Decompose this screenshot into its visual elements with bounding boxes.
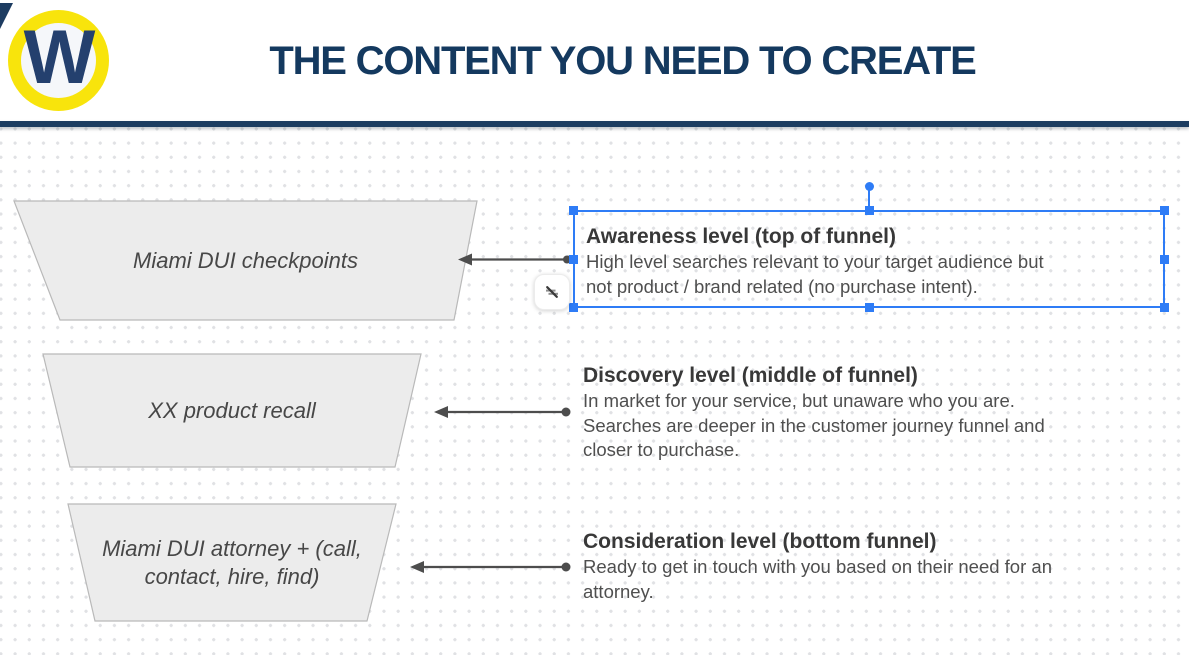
w-logo: W: [8, 10, 109, 111]
level-heading: Discovery level (middle of funnel): [583, 364, 918, 387]
resize-handle-ne[interactable]: [1160, 206, 1169, 215]
consideration-level-text-block[interactable]: Consideration level (bottom funnel) Read…: [583, 529, 1052, 604]
discovery-level-text-block[interactable]: Discovery level (middle of funnel) In ma…: [583, 363, 1045, 463]
funnel-shape-discovery[interactable]: XX product recall: [42, 353, 422, 468]
resize-handle-nw[interactable]: [569, 206, 578, 215]
level-body: Ready to get in touch with you based on …: [583, 555, 1052, 604]
text-line: XX product recall: [148, 397, 316, 423]
text-line: Ready to get in touch with you based on …: [583, 556, 1052, 577]
text-line: High level searches relevant to your tar…: [586, 251, 1044, 272]
level-body: In market for your service, but unaware …: [583, 389, 1045, 463]
level-heading: Awareness level (top of funnel): [586, 225, 897, 248]
resize-handle-w[interactable]: [569, 254, 578, 264]
resize-handle-se[interactable]: [1160, 303, 1169, 312]
rotation-stem: [868, 189, 870, 210]
resize-handle-e[interactable]: [1160, 254, 1169, 264]
level-heading: Consideration level (bottom funnel): [583, 530, 937, 553]
resize-handle-n[interactable]: [864, 206, 874, 215]
trapezoid-shape: [13, 200, 478, 321]
trapezoid-shape: [42, 353, 422, 468]
text-line: Miami DUI attorney + (call,: [102, 535, 362, 561]
text-line: closer to purchase.: [583, 439, 740, 460]
corner-wedge-decoration: [0, 3, 13, 29]
page-title: THE CONTENT YOU NEED TO CREATE: [269, 39, 976, 83]
text-line: Miami DUI checkpoints: [133, 247, 358, 273]
resize-handle-s[interactable]: [864, 303, 874, 312]
w-logo-letter: W: [23, 14, 96, 100]
connector-style-button[interactable]: [534, 274, 570, 310]
selection-box[interactable]: [569, 182, 1169, 312]
w-logo-inner-circle: [21, 23, 96, 98]
rotation-handle[interactable]: [864, 182, 874, 191]
text-line: attorney.: [583, 580, 654, 602]
shape-label: Miami DUI checkpoints: [13, 200, 478, 321]
level-body: High level searches relevant to your tar…: [586, 250, 1044, 299]
text-line: Searches are deeper in the customer jour…: [583, 414, 1045, 436]
shape-label: XX product recall: [42, 353, 422, 468]
text-line: In market for your service, but unaware …: [583, 390, 1015, 411]
funnel-shape-consideration[interactable]: Miami DUI attorney + (call, contact, hir…: [67, 503, 397, 622]
awareness-level-text-block[interactable]: Awareness level (top of funnel) High lev…: [586, 224, 1044, 299]
text-line: not product / brand related (no purchase…: [586, 275, 978, 297]
header-divider: [0, 121, 1189, 127]
resize-handle-sw[interactable]: [569, 303, 578, 312]
shape-label: Miami DUI attorney + (call, contact, hir…: [67, 503, 397, 622]
connector-line-icon: [546, 286, 558, 298]
trapezoid-shape: [67, 503, 397, 622]
text-line: contact, hire, find): [144, 563, 320, 589]
funnel-shape-awareness[interactable]: Miami DUI checkpoints: [13, 200, 478, 321]
slide-header: W THE CONTENT YOU NEED TO CREATE: [0, 0, 1189, 121]
